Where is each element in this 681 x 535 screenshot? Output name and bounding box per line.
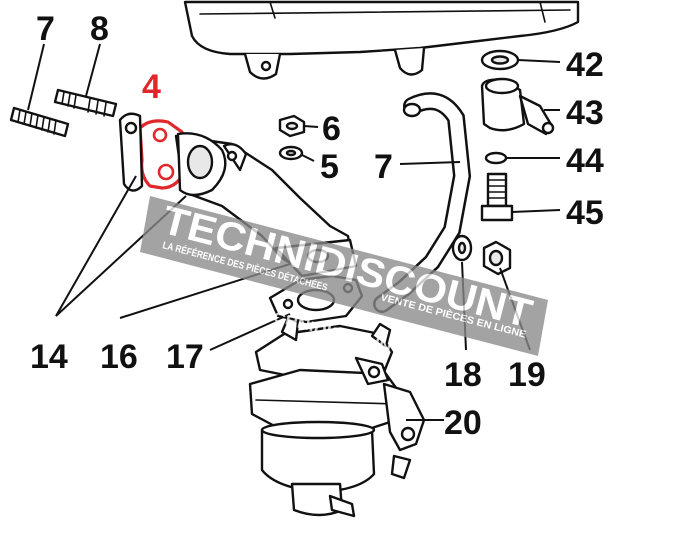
callout-18: 18 <box>444 356 482 394</box>
stud-7 <box>9 106 70 138</box>
washer-18 <box>451 234 473 262</box>
carburetor-20 <box>248 316 426 518</box>
callouts: 7 8 4 6 5 7 42 43 44 45 14 16 17 18 19 2… <box>30 10 604 442</box>
callout-4-gasket: 4 <box>142 68 161 106</box>
callout-17: 17 <box>166 338 204 376</box>
callout-16: 16 <box>100 338 138 376</box>
washer-44 <box>484 151 508 165</box>
fuel-hose-7 <box>373 92 472 313</box>
nut-6 <box>278 114 306 138</box>
callout-42: 42 <box>566 46 604 84</box>
nut-19 <box>482 240 512 276</box>
stud-8 <box>53 88 118 118</box>
callout-20: 20 <box>444 404 482 442</box>
callout-7-hose: 7 <box>374 148 393 186</box>
callout-14: 14 <box>30 338 68 376</box>
callout-6-nut: 6 <box>322 110 341 148</box>
callout-7-stud: 7 <box>36 10 55 48</box>
callout-43: 43 <box>566 94 604 132</box>
callout-8-stud: 8 <box>90 10 109 48</box>
bolt-45 <box>480 172 514 222</box>
fuel-valve-43 <box>480 77 555 136</box>
washer-42 <box>480 49 520 71</box>
callout-45: 45 <box>566 194 604 232</box>
washer-5 <box>278 145 304 161</box>
callout-19: 19 <box>508 356 546 394</box>
callout-44: 44 <box>566 142 604 180</box>
callout-5-washer: 5 <box>320 148 339 186</box>
fuel-tank <box>183 0 580 80</box>
